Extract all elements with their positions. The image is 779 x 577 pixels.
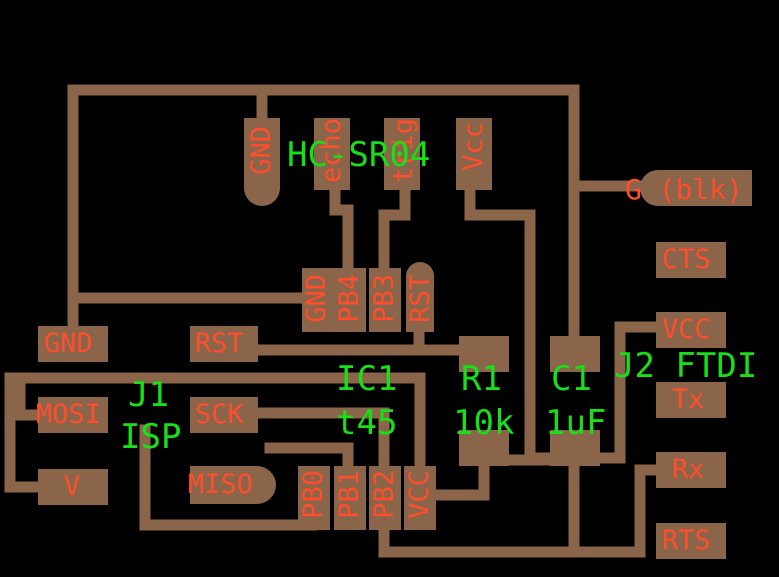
isp-v-pad (38, 469, 108, 505)
ic-ref-label: IC1 (336, 359, 398, 399)
pb2-rx-trace (378, 462, 580, 558)
c1-ref-label: C1 (551, 359, 592, 399)
ic-rst-label: RST (405, 274, 436, 323)
echo-trace (329, 174, 354, 286)
ic-vcc-label: VCC (404, 470, 435, 519)
ic-value-label: t45 (336, 403, 398, 443)
rx-trace (568, 464, 666, 558)
isp-ref-label: J1 (128, 375, 169, 415)
sensor-gnd-label: GND (246, 126, 277, 175)
mosi-trace (14, 372, 426, 486)
ic-gnd-label: GND (301, 274, 332, 323)
ic-pb4-label: PB4 (334, 274, 365, 323)
isp-mosi-label: MOSI (36, 399, 102, 430)
ftdi-tx-pad (656, 382, 726, 418)
r1-value-label: 10k (453, 403, 515, 443)
isp-gnd-pad (38, 326, 108, 362)
isp-miso-pad (190, 466, 276, 504)
c1-bottom-pad (550, 430, 600, 466)
sensor-echo-pad (314, 118, 350, 190)
isp-v-label: V (64, 471, 81, 502)
ftdi-g-pad (640, 170, 752, 206)
isp-mosi-pad (38, 397, 108, 433)
ftdi-rx-label: Rx (672, 454, 705, 485)
sensor-vcc-label: Vcc (458, 122, 489, 171)
gnd-loop-trace (67, 84, 580, 346)
ic-pb4-pad (334, 268, 366, 332)
r1-top-pad (459, 336, 509, 372)
ic-pb3-label: PB3 (369, 274, 400, 323)
isp-rst-label: RST (195, 328, 244, 359)
ic-gnd-pad (302, 268, 334, 332)
sck-trace (249, 407, 390, 486)
isp-gnd-label: GND (44, 328, 93, 359)
isp-miso-label: MISO (188, 469, 254, 500)
c1-top-pad (550, 336, 600, 372)
ic-pb0-label: PB0 (298, 470, 329, 519)
c1-value-label: 1uF (545, 403, 607, 443)
v-trace (4, 372, 46, 493)
ic-pb3-pad (369, 268, 401, 332)
ftdi-vcc-pad (656, 312, 726, 348)
r1-ref-label: R1 (461, 359, 502, 399)
ftdi-rts-label: RTS (662, 525, 711, 556)
ic-pb1-label: PB1 (334, 470, 365, 519)
ftdi-rx-pad (656, 452, 726, 488)
ftdi-cts-pad (656, 242, 726, 278)
ic-rst-pad (406, 262, 434, 332)
isp-sck-pad (190, 397, 258, 433)
ftdi-cts-label: CTS (662, 244, 711, 275)
sensor-trig-pad (384, 118, 420, 190)
isp-rst-pad (190, 326, 258, 362)
ic-pb2-label: PB2 (369, 470, 400, 519)
isp-sck-label: SCK (195, 399, 244, 430)
ftdi-tx-label: Tx (672, 384, 705, 415)
sensor-gnd-pad (244, 118, 280, 206)
isp-name-label: ISP (120, 417, 182, 457)
ic-pb0-pad (298, 466, 330, 530)
r1-bottom-pad (459, 430, 509, 466)
sensor-part-label: HC-SR04 (287, 135, 431, 175)
vcc-r1-trace (414, 454, 490, 501)
ic-pb1-pad (334, 466, 366, 530)
ftdi-g-label: G (blk) (625, 173, 744, 206)
ic-vcc-pad (404, 466, 436, 530)
trig-trace (378, 174, 411, 286)
sensor-vcc-pad (456, 118, 492, 190)
ftdi-rts-pad (656, 523, 726, 559)
ic-pb2-pad (369, 466, 401, 530)
ftdi-part-label: J2 FTDI (614, 346, 758, 386)
ftdi-vcc-label: VCC (662, 314, 711, 345)
